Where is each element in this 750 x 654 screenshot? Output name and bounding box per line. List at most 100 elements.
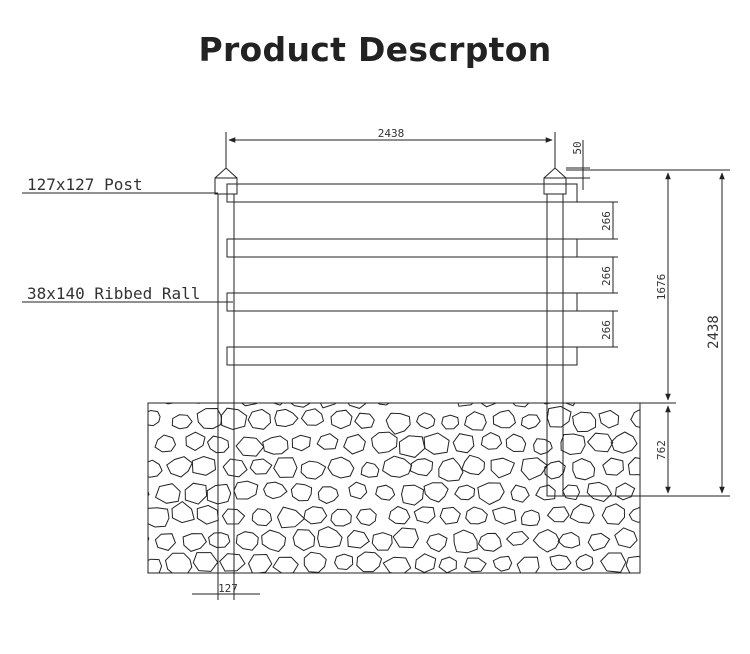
stone <box>290 483 313 502</box>
stone <box>182 533 208 552</box>
stone <box>457 403 474 407</box>
stone <box>572 411 597 433</box>
stone <box>628 506 640 523</box>
left-post <box>214 167 238 574</box>
stone <box>520 457 549 481</box>
dim-rail-spacing-2-text: 266 <box>600 266 613 286</box>
stone <box>516 556 540 573</box>
stone <box>240 403 258 407</box>
stone <box>247 553 273 573</box>
stone <box>544 460 566 480</box>
stone <box>164 552 193 573</box>
stone <box>388 505 411 525</box>
stone <box>319 403 337 409</box>
stone <box>263 481 288 500</box>
stone <box>400 484 425 506</box>
stone <box>416 412 436 430</box>
stone <box>276 506 306 529</box>
stone <box>249 458 273 475</box>
stone <box>371 532 393 551</box>
stone <box>303 551 327 573</box>
stone <box>600 552 627 573</box>
stone <box>262 435 289 455</box>
stone <box>347 403 368 409</box>
stone <box>148 441 149 442</box>
ground-section <box>130 387 641 574</box>
stone <box>426 533 448 553</box>
stone <box>587 532 611 552</box>
stone <box>251 508 273 527</box>
right-post-cap-top <box>543 167 567 179</box>
dim-post-width-text: 127 <box>218 582 238 595</box>
rail-label: 38x140 Ribbed Rall <box>27 284 200 303</box>
dim-post-cap-text: 50 <box>571 141 584 154</box>
stone <box>356 551 383 573</box>
stone <box>614 527 638 549</box>
stone <box>438 556 457 573</box>
page-title: Product Descrpton <box>198 30 552 69</box>
stone <box>303 506 328 525</box>
stone <box>235 531 259 551</box>
stone <box>480 403 497 408</box>
stone <box>630 408 640 429</box>
stone <box>272 403 283 406</box>
dim-rail-spacing-1-text: 266 <box>600 211 613 231</box>
stone <box>355 508 377 526</box>
stone <box>148 535 150 543</box>
stone <box>185 431 206 451</box>
stone <box>261 529 287 553</box>
stone <box>414 553 437 573</box>
stone <box>464 557 487 573</box>
stone <box>192 552 219 572</box>
stone <box>154 483 181 504</box>
stone <box>330 508 352 527</box>
stone <box>274 408 299 428</box>
stone <box>273 457 298 478</box>
stone <box>192 403 201 404</box>
dim-total-length: 2438 <box>580 169 730 494</box>
stone <box>148 459 163 478</box>
stone <box>423 432 450 455</box>
stone <box>602 457 624 476</box>
right-post <box>543 167 567 497</box>
post-label: 127x127 Post <box>27 175 143 194</box>
stone <box>560 433 586 456</box>
stone <box>409 403 413 404</box>
stone <box>561 484 581 501</box>
stone <box>211 387 231 402</box>
stone <box>492 555 513 572</box>
stone <box>130 388 149 404</box>
stone-pattern <box>130 387 640 573</box>
stone <box>505 433 527 453</box>
stone <box>247 408 272 430</box>
stone <box>627 457 640 476</box>
stone <box>439 506 461 525</box>
stone <box>572 458 596 481</box>
stone <box>601 503 626 525</box>
dim-rail-spacing-3-text: 266 <box>600 320 613 340</box>
stone <box>289 403 312 408</box>
stone <box>557 531 581 549</box>
stone <box>533 438 553 455</box>
stone <box>392 527 419 549</box>
stone <box>614 482 636 501</box>
dim-post-cap: 50 <box>566 140 590 190</box>
rails <box>226 183 578 366</box>
stone <box>549 554 572 571</box>
stone <box>477 532 502 552</box>
stone <box>206 483 232 505</box>
stone <box>438 457 464 482</box>
stone <box>623 403 627 404</box>
stone <box>291 434 311 452</box>
stone <box>453 529 478 554</box>
stone <box>347 529 370 549</box>
dim-rail-spacing: 266 266 266 <box>577 201 618 348</box>
stone <box>452 433 475 454</box>
stone <box>491 506 517 525</box>
stone <box>327 456 355 479</box>
stone <box>166 456 193 478</box>
stone <box>461 454 486 476</box>
stone <box>148 409 161 427</box>
stone <box>300 408 325 426</box>
stone <box>586 481 613 503</box>
